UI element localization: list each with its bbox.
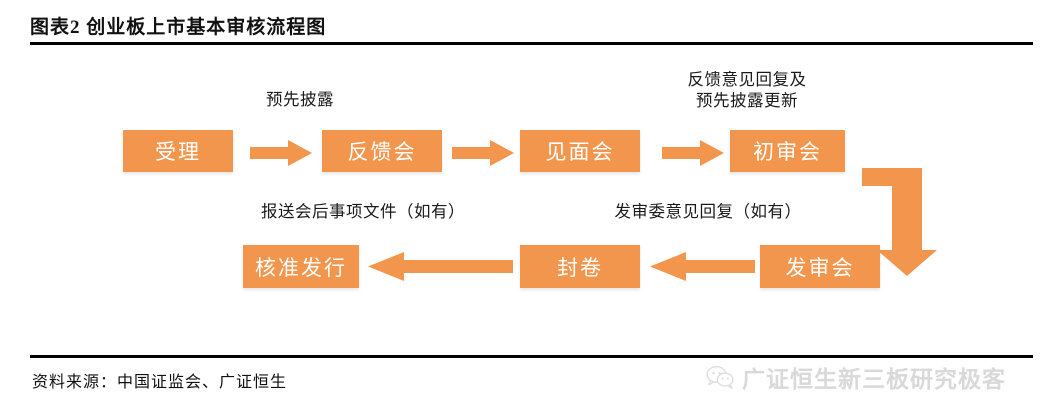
arrow-fengjuan-to-hezhunfaxing <box>368 252 513 281</box>
node-fankuihui[interactable]: 反馈会 <box>322 130 442 172</box>
source-divider <box>30 355 1033 358</box>
node-chushenhui[interactable]: 初审会 <box>730 130 845 172</box>
source-text: 资料来源：中国证监会、广证恒生 <box>32 374 288 391</box>
arrow-shouli-to-fankuihui <box>250 140 312 166</box>
label-post-meeting-docs: 报送会后事项文件（如有） <box>261 203 465 221</box>
arrow-jianmianhui-to-chushenhui <box>662 140 724 166</box>
arrow-fashenhui-to-fengjuan <box>650 252 755 281</box>
node-fashenhui[interactable]: 发审会 <box>760 245 880 288</box>
arrow-fankuihui-to-jianmianhui <box>452 140 514 166</box>
watermark-text: 广证恒生新三板研究极客 <box>742 366 1006 392</box>
arrow-chushenhui-to-fashenhui-elbow <box>862 168 937 276</box>
node-hezhunfaxing[interactable]: 核准发行 <box>243 245 359 288</box>
label-committee-reply: 发审委意见回复（如有） <box>614 203 802 221</box>
wechat-icon <box>706 365 734 389</box>
label-pre-disclosure: 预先披露 <box>266 91 334 109</box>
watermark: 广证恒生新三板研究极客 <box>706 360 1006 394</box>
figure-title: 图表2 创业板上市基本审核流程图 <box>30 17 327 38</box>
label-feedback-reply: 反馈意见回复及 预先披露更新 <box>687 71 807 110</box>
node-fengjuan[interactable]: 封卷 <box>520 245 640 288</box>
title-divider <box>30 42 1033 45</box>
node-jianmianhui[interactable]: 见面会 <box>520 130 640 172</box>
node-shouli[interactable]: 受理 <box>123 130 233 172</box>
